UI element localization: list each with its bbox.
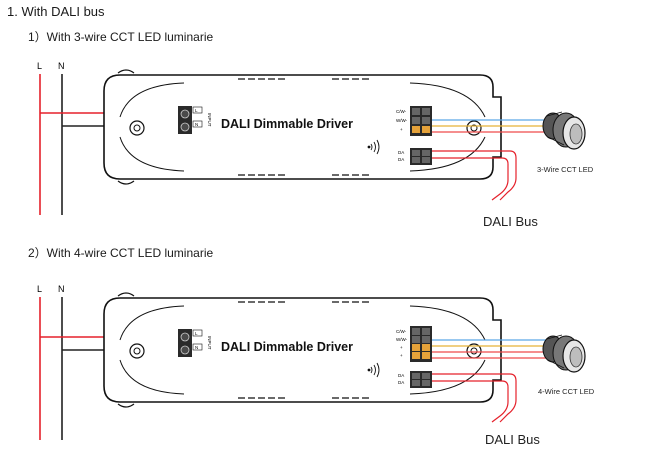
dali-bus-label: DALI Bus xyxy=(483,214,538,229)
output-terminal-block xyxy=(410,326,432,362)
led-fixture-icon xyxy=(542,334,586,373)
driver-label: DALI Dimmable Driver xyxy=(221,117,353,131)
line-label: L xyxy=(37,61,42,71)
dali-terminal-1: DA xyxy=(398,373,404,378)
diagram-2-caption: 2）With 4-wire CCT LED luminarie xyxy=(28,246,214,260)
diagram-1-caption: 1）With 3-wire CCT LED luminarie xyxy=(28,30,214,44)
output-terminal-plus-2: + xyxy=(400,353,403,358)
driver-2: L N INPUT DALI Dimmable Driver C/W- W/W-… xyxy=(103,292,502,408)
input-label: INPUT xyxy=(207,336,212,350)
neutral-label: N xyxy=(58,284,65,294)
output-terminal-ww: W/W- xyxy=(396,118,408,123)
led-fixture-icon xyxy=(542,111,586,150)
output-terminal-plus: + xyxy=(400,127,403,132)
dali-terminal-2: DA xyxy=(398,380,404,385)
output-wires xyxy=(432,339,546,359)
dali-bus-label: DALI Bus xyxy=(485,432,540,447)
dali-terminal-block xyxy=(410,148,432,165)
led-label: 3-Wire CCT LED xyxy=(537,165,594,174)
dali-terminal-2: DA xyxy=(398,157,404,162)
neutral-label: N xyxy=(58,61,65,71)
input-terminal-n: N xyxy=(195,345,198,350)
driver-label: DALI Dimmable Driver xyxy=(221,340,353,354)
input-terminal-n: N xyxy=(195,122,198,127)
diagram-2: L N L N INPUT DALI Dimmable Driver C/W xyxy=(37,284,595,447)
dali-terminal-block xyxy=(410,371,432,388)
output-terminal-plus-1: + xyxy=(400,345,403,350)
line-label: L xyxy=(37,284,42,294)
input-label: INPUT xyxy=(207,113,212,127)
output-terminal-cw: C/W- xyxy=(396,109,407,114)
dali-bus-wires xyxy=(432,150,517,201)
output-terminal-cw: C/W- xyxy=(396,329,407,334)
input-terminal-l: L xyxy=(195,108,198,113)
output-terminal-ww: W/W- xyxy=(396,337,408,342)
input-terminal-l: L xyxy=(195,331,198,336)
page-title: 1. With DALI bus xyxy=(7,4,105,19)
output-wires xyxy=(432,119,546,133)
dali-terminal-1: DA xyxy=(398,150,404,155)
dali-bus-wires xyxy=(432,373,517,423)
diagram-1: L N L N INPUT DALI Dimmable Driver xyxy=(37,61,594,229)
led-label: 4-Wire CCT LED xyxy=(538,387,595,396)
output-terminal-block xyxy=(410,106,432,136)
driver-1: L N INPUT DALI Dimmable Driver C/W- W/W-… xyxy=(103,69,502,185)
